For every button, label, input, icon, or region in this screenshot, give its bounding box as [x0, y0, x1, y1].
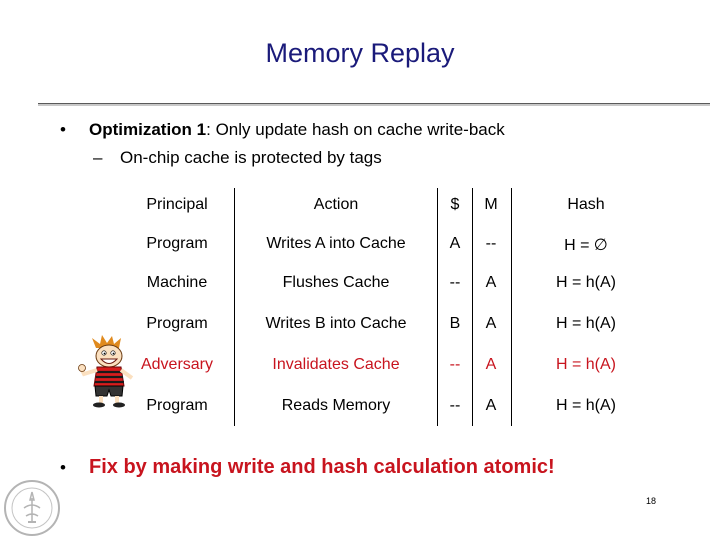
table-cell-cache: A [449, 235, 461, 252]
table-cell-hash: H = h(A) [555, 274, 616, 291]
table-header-memory: M [484, 196, 498, 213]
slide-title: Memory Replay [265, 38, 455, 68]
table-cell-hash: H = ∅ [564, 237, 608, 254]
table-cell-principal: Adversary [140, 356, 214, 373]
university-seal-icon [4, 480, 60, 536]
table-cell-principal: Program [146, 315, 208, 332]
bullet-rest-text: : Only update hash on cache write-back [206, 120, 505, 139]
table-cell-action: Writes A into Cache [266, 235, 406, 252]
table-cell-memory: A [485, 315, 497, 332]
title-divider-shadow [38, 104, 710, 106]
table-cell-hash: H = h(A) [555, 356, 616, 373]
table-cell-memory: A [485, 274, 497, 291]
table-col-divider [472, 188, 473, 426]
table-cell-cache: -- [449, 274, 461, 291]
table-header-action: Action [313, 196, 359, 213]
table-cell-memory: -- [485, 235, 497, 252]
bullet-marker: • [60, 120, 66, 139]
table-cell-memory: A [485, 356, 497, 373]
bullet-bold-text: Optimization 1 [89, 120, 207, 139]
bullet-text: Optimization 1: Only update hash on cach… [89, 120, 505, 140]
table-col-divider [437, 188, 438, 426]
table-header-principal: Principal [146, 196, 208, 213]
table-cell-principal: Program [146, 235, 208, 252]
table-cell-action: Flushes Cache [282, 274, 390, 291]
adversary-cartoon-icon [78, 335, 134, 408]
table-cell-cache: B [449, 315, 461, 332]
table-col-divider [511, 188, 512, 426]
table-cell-action: Invalidates Cache [272, 356, 400, 373]
sub-bullet-text: On-chip cache is protected by tags [120, 148, 382, 167]
table-cell-hash: H = h(A) [555, 397, 616, 414]
table-cell-action: Writes B into Cache [265, 315, 407, 332]
table-cell-cache: -- [449, 397, 461, 414]
table-cell-action: Reads Memory [281, 397, 391, 414]
table-cell-cache: -- [449, 356, 461, 373]
conclusion-text: Fix by making write and hash calculation… [89, 456, 555, 478]
table-cell-hash: H = h(A) [555, 315, 616, 332]
table-header-cache: $ [450, 196, 460, 213]
page-number: 18 [646, 496, 657, 506]
conclusion-bullet-marker: • [60, 458, 66, 477]
title-divider [38, 103, 710, 104]
table-header-hash: Hash [567, 196, 605, 213]
table-cell-memory: A [485, 397, 497, 414]
table-cell-principal: Program [146, 397, 208, 414]
sub-bullet-marker: – [93, 148, 103, 167]
table-cell-principal: Machine [146, 274, 208, 291]
table-col-divider [234, 188, 235, 426]
